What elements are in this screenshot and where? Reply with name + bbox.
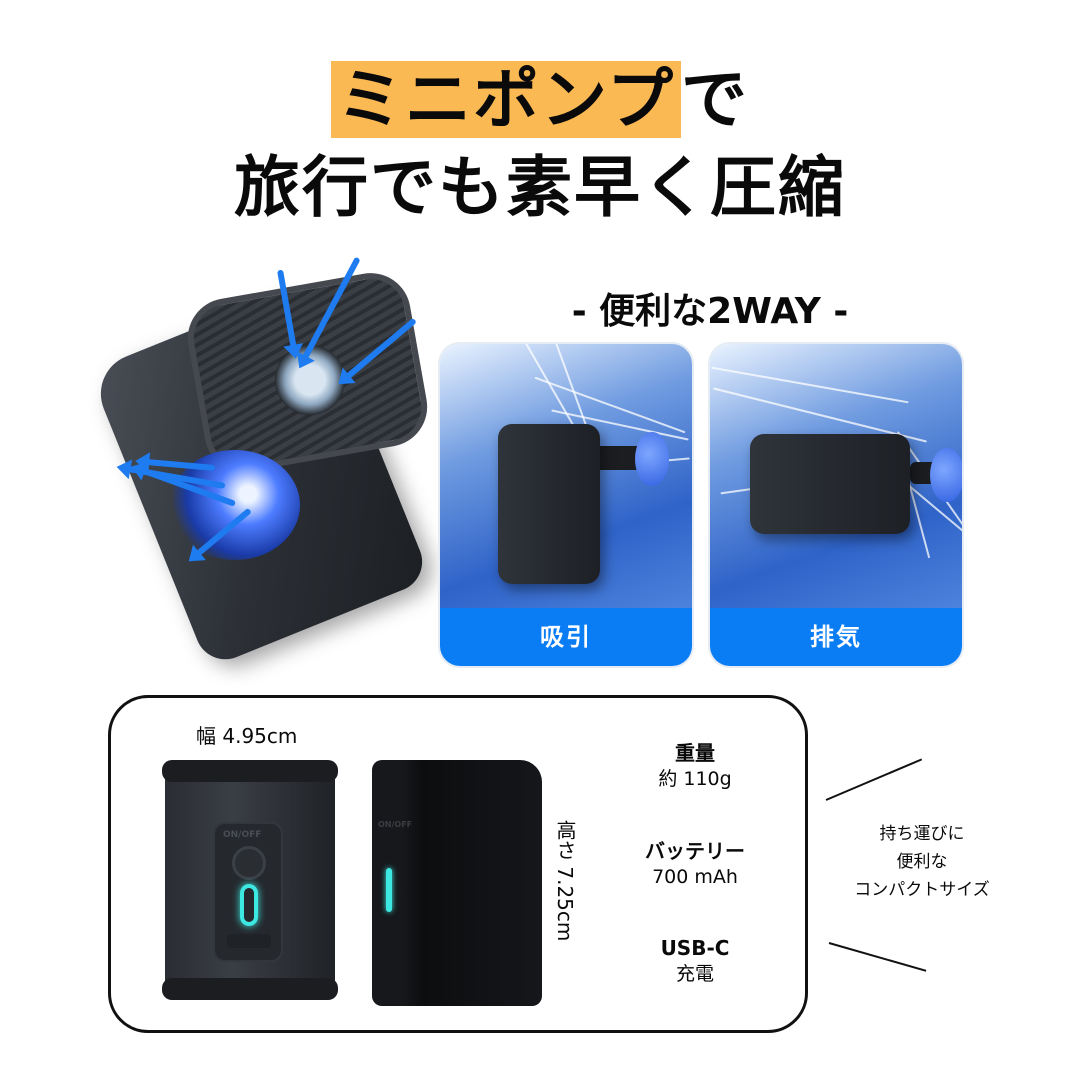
- callout-line-1: 持ち運びに: [879, 824, 965, 844]
- mode-label-exhaust: 排気: [710, 608, 962, 666]
- callout-line-3: コンパクトサイズ: [854, 880, 990, 900]
- headline-line-2: 旅行でも素早く圧縮: [234, 149, 846, 226]
- spec-value: 充電: [675, 963, 714, 985]
- width-dimension: 幅 4.95cm: [196, 724, 298, 748]
- onoff-label: ON/OFF: [378, 820, 413, 829]
- onoff-label: ON/OFF: [223, 830, 262, 840]
- led-indicator-icon: [386, 868, 392, 912]
- spec-battery: バッテリー 700 mAh: [600, 838, 790, 890]
- suction-scene-image: [440, 344, 692, 608]
- spec-value: 約 110g: [658, 768, 732, 790]
- hero-product-image: [88, 255, 440, 675]
- led-indicator-icon: [240, 884, 258, 926]
- callout-line-top: [825, 758, 923, 801]
- mode-label-suction: 吸引: [440, 608, 692, 666]
- callout-line-2: 便利な: [896, 852, 948, 872]
- exhaust-scene-image: [710, 344, 962, 608]
- spec-title: バッテリー: [645, 839, 745, 863]
- spec-title: USB-C: [660, 936, 730, 960]
- pump-side-view-image: ON/OFF: [372, 760, 542, 1006]
- mode-card-exhaust: 排気: [710, 344, 962, 666]
- mode-card-suction: 吸引: [440, 344, 692, 666]
- specs-panel: [108, 695, 808, 1033]
- pump-device: [750, 434, 910, 534]
- control-panel: ON/OFF: [213, 822, 283, 962]
- spec-value: 700 mAh: [652, 866, 738, 888]
- pump-front-view-image: ON/OFF: [162, 760, 338, 1000]
- spec-title: 重量: [675, 741, 715, 765]
- headline-line-1: ミニポンプで: [0, 60, 1080, 140]
- spec-weight: 重量 約 110g: [600, 740, 790, 792]
- callout-line-bottom: [828, 942, 927, 972]
- headline-suffix: で: [681, 61, 750, 138]
- two-way-title: - 便利な2WAY -: [571, 291, 849, 332]
- compact-callout: 持ち運びに 便利な コンパクトサイズ: [832, 820, 1012, 904]
- spec-charging: USB-C 充電: [600, 935, 790, 987]
- usb-c-port-icon: [227, 934, 271, 948]
- height-dimension: 高さ 7.25cm: [553, 820, 577, 942]
- headline-highlight: ミニポンプ: [330, 61, 682, 138]
- power-button-icon: [232, 846, 266, 880]
- headline: ミニポンプで 旅行でも素早く圧縮: [0, 60, 1080, 228]
- pump-device: [498, 424, 600, 584]
